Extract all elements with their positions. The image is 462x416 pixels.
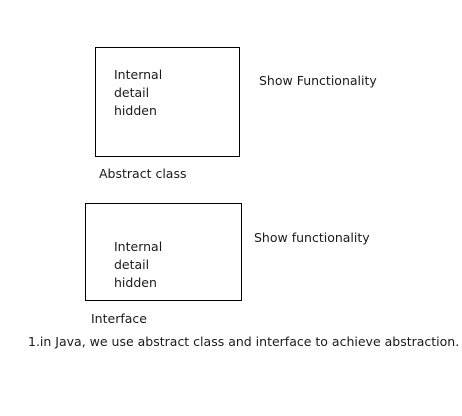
interface-box-line-3: hidden — [114, 275, 157, 290]
interface-caption: Interface — [91, 311, 147, 326]
interface-box-line-1: Internal — [114, 239, 163, 254]
abstract-class-box: Internal detail hidden — [95, 47, 240, 157]
abstract-side-label: Show Functionality — [259, 73, 377, 88]
interface-side-label: Show functionality — [254, 230, 370, 245]
abstract-box-text: Internal detail hidden — [114, 66, 162, 120]
interface-box: Internal detail hidden — [85, 203, 242, 301]
abstract-box-line-1: Internal — [114, 67, 163, 82]
abstract-box-line-3: hidden — [114, 103, 157, 118]
interface-box-text: Internal detail hidden — [114, 238, 162, 292]
abstract-class-caption: Abstract class — [99, 166, 187, 181]
footnote-text: 1.in Java, we use abstract class and int… — [28, 334, 460, 349]
interface-box-line-2: detail — [114, 257, 150, 272]
abstract-box-line-2: detail — [114, 85, 150, 100]
